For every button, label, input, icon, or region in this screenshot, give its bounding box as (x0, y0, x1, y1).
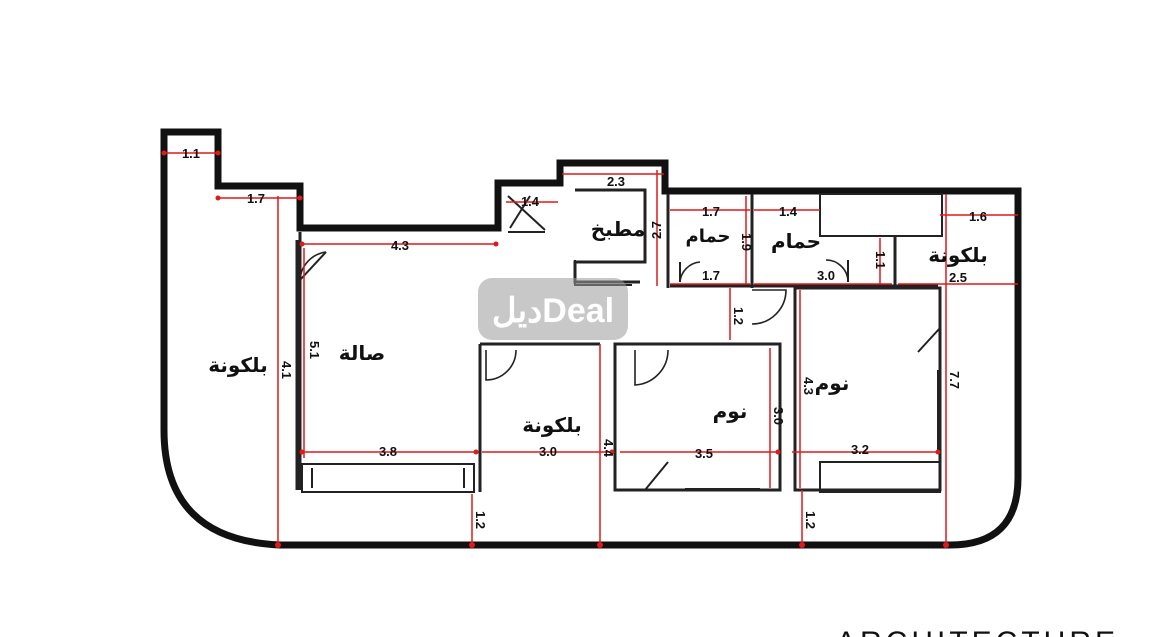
dim-2-5: 2.5 (949, 270, 967, 285)
dim-3-8: 3.8 (379, 444, 397, 459)
label-kitchen: مطبخ (591, 217, 645, 241)
dimension-lines (161, 150, 1018, 548)
dim-3-0-bath: 3.0 (817, 268, 835, 283)
dim-3-0-bal: 3.0 (539, 444, 557, 459)
dim-1-7-bath-bottom: 1.7 (702, 268, 720, 283)
label-bedroom-center: نوم (713, 399, 748, 423)
outer-wall (160, 128, 1022, 549)
dim-4-1: 4.1 (279, 361, 294, 379)
dim-4-4: 4.4 (601, 439, 616, 458)
dim-1-7-top: 1.7 (247, 191, 265, 206)
label-balcony-left: بلكونة (208, 353, 267, 377)
dim-1-1: 1.1 (182, 146, 200, 161)
dim-4-3-bed: 4.3 (801, 377, 816, 395)
room-labels: صالة مطبخ حمام حمام بلكونة بلكونة بلكونة… (208, 217, 987, 437)
dim-2-7: 2.7 (649, 221, 664, 239)
label-balcony-right: بلكونة (928, 243, 987, 267)
dim-1-1-bal: 1.1 (873, 251, 888, 269)
label-balcony-center: بلكونة (522, 413, 581, 437)
dim-1-4-stair: 1.4 (521, 194, 540, 209)
dim-4-3: 4.3 (391, 238, 409, 253)
dim-5-1: 5.1 (307, 341, 322, 359)
dim-1-9: 1.9 (739, 233, 754, 251)
dim-1-7-bath-top: 1.7 (702, 204, 720, 219)
dim-1-2-left: 1.2 (473, 511, 488, 529)
label-bath: حمام (771, 229, 821, 253)
dim-3-0-bed: 3.0 (771, 407, 786, 425)
dim-1-4-bath: 1.4 (779, 204, 798, 219)
label-bedroom-right: نوم (815, 371, 850, 395)
dim-1-2-corr: 1.2 (731, 307, 746, 325)
dimension-labels: 1.1 1.7 4.3 1.4 2.3 2.7 1.7 1.9 1.7 1.4 … (182, 146, 987, 529)
dim-1-6: 1.6 (969, 209, 987, 224)
dim-7-7: 7.7 (947, 371, 962, 389)
dim-1-2-right: 1.2 (803, 511, 818, 529)
interior-walls (295, 188, 943, 493)
outer-walls (160, 128, 1022, 549)
footer-text: ARCHITECTURE (836, 626, 1119, 637)
dim-2-3: 2.3 (607, 174, 625, 189)
dim-3-2: 3.2 (851, 442, 869, 457)
label-bath-small: حمام (686, 226, 731, 247)
watermark-box (478, 278, 628, 340)
dim-3-5: 3.5 (695, 446, 713, 461)
watermark-text: ديلDeal (492, 292, 614, 330)
label-salon: صالة (339, 341, 385, 365)
watermark: ديلDeal (478, 278, 628, 340)
